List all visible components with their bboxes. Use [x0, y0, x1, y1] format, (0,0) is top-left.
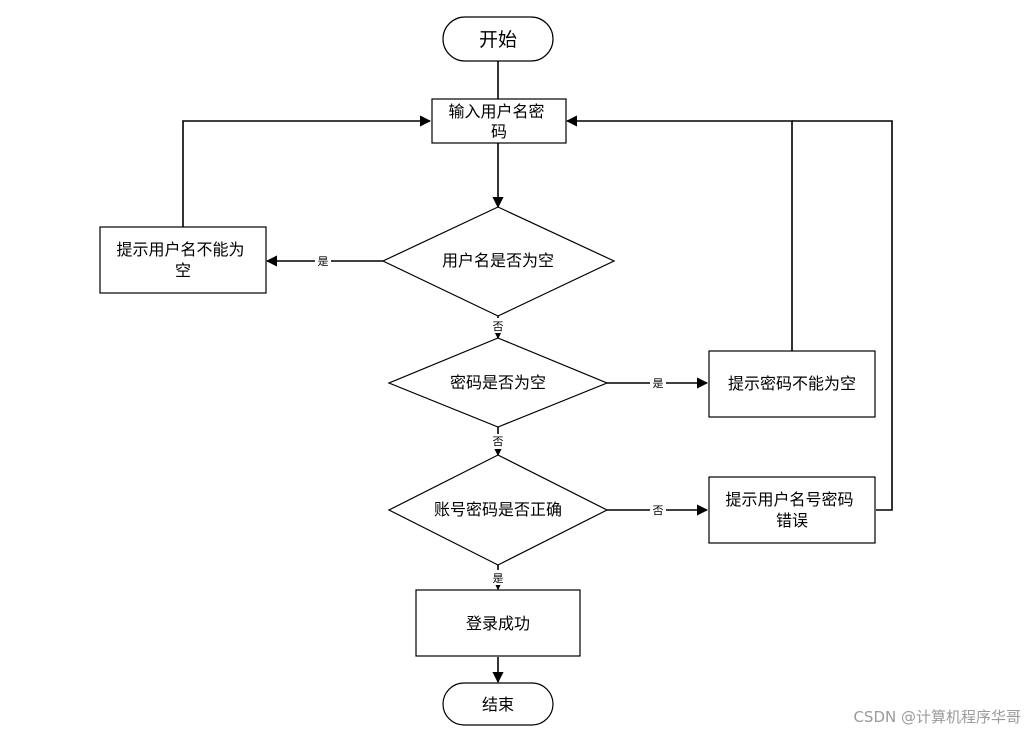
edge-label-username-yes: 是 [318, 255, 329, 268]
edge-label-password-yes: 是 [653, 377, 664, 390]
edge-password-tip-to-input [565, 115, 793, 351]
end-label: 结束 [482, 695, 514, 714]
password-check-node [387, 337, 609, 428]
username-check-node [381, 206, 616, 317]
username-check-label: 用户名是否为空 [442, 251, 554, 270]
account-wrong-tip-node [708, 476, 876, 544]
username-empty-tip-node [99, 226, 267, 294]
input-node [431, 98, 567, 144]
start-label: 开始 [479, 29, 517, 51]
start-node [442, 16, 554, 62]
edge-username-tip-to-input [182, 115, 432, 227]
input-label: 输入用户名密 码 [448, 102, 549, 141]
account-check-label: 账号密码是否正确 [434, 500, 562, 519]
password-empty-tip-label: 提示密码不能为空 [728, 374, 856, 393]
edge-label-password-no: 否 [493, 435, 504, 448]
password-check-label: 密码是否为空 [450, 373, 546, 392]
account-check-node [387, 454, 609, 566]
csdn-watermark: CSDN @计算机程序华哥 [853, 708, 1021, 726]
edge-account-tip-to-input [792, 120, 893, 511]
login-success-label: 登录成功 [466, 614, 530, 633]
password-empty-tip-node [708, 350, 876, 418]
login-success-node [415, 589, 581, 657]
edge-label-account-yes: 是 [493, 572, 504, 585]
account-wrong-tip-label: 提示用户名号密码 错误 [725, 490, 858, 530]
username-empty-tip-label: 提示用户名不能为 空 [116, 240, 249, 280]
edge-label-username-no: 否 [493, 320, 504, 333]
edge-label-account-no: 否 [653, 504, 664, 517]
end-node [442, 682, 554, 726]
